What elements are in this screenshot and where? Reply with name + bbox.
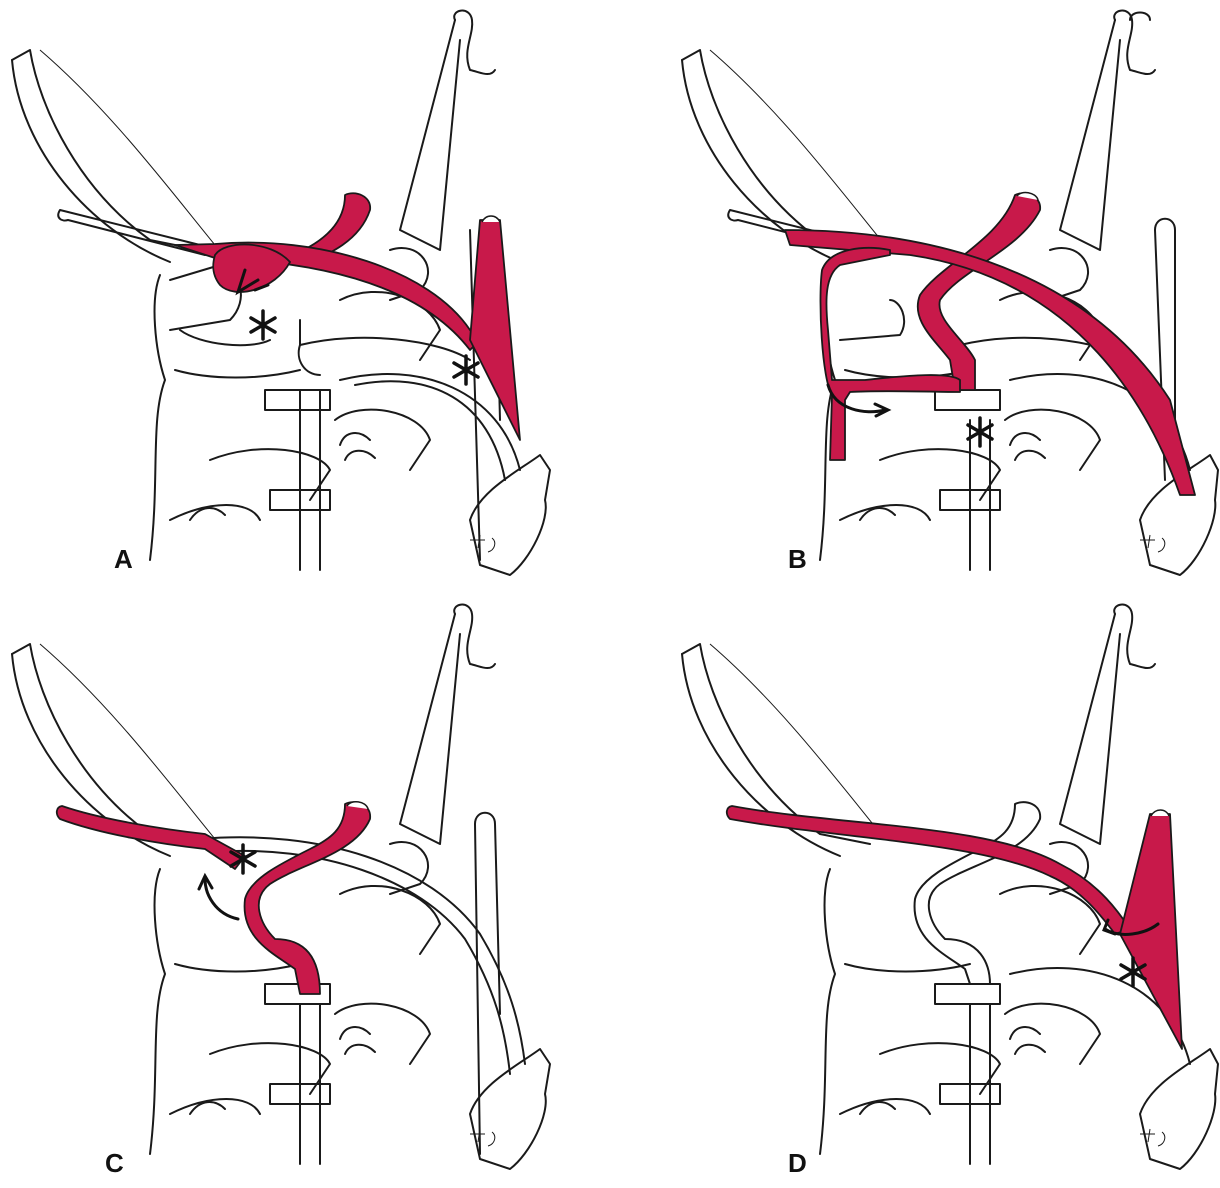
anatomy-outline bbox=[12, 605, 550, 1169]
panel-a: A bbox=[0, 0, 610, 594]
rising-vessel bbox=[245, 802, 371, 994]
panel-b-illustration bbox=[610, 0, 1220, 594]
long-arch bbox=[727, 806, 1130, 934]
right-trunk bbox=[470, 220, 520, 440]
annotations bbox=[828, 385, 992, 446]
highlighted-vessels bbox=[175, 193, 520, 440]
anatomy-outline bbox=[12, 11, 550, 575]
panel-d: D bbox=[610, 594, 1220, 1188]
right-trunk bbox=[1120, 814, 1182, 1049]
panel-label: B bbox=[788, 544, 807, 575]
annotations bbox=[238, 270, 478, 384]
asterisk-marker bbox=[251, 311, 275, 339]
panel-label: A bbox=[114, 544, 133, 575]
highlighted-vessels bbox=[57, 802, 370, 994]
panel-label: D bbox=[788, 1148, 807, 1179]
panel-d-illustration bbox=[610, 594, 1220, 1188]
highlighted-vessels bbox=[727, 806, 1182, 1049]
panel-c: C bbox=[0, 594, 610, 1188]
panel-b: B bbox=[610, 0, 1220, 594]
panel-a-illustration bbox=[0, 0, 610, 594]
anatomy-outline bbox=[682, 11, 1218, 575]
panel-c-illustration bbox=[0, 594, 610, 1188]
asterisk-marker bbox=[968, 418, 992, 446]
panel-label: C bbox=[105, 1148, 124, 1179]
